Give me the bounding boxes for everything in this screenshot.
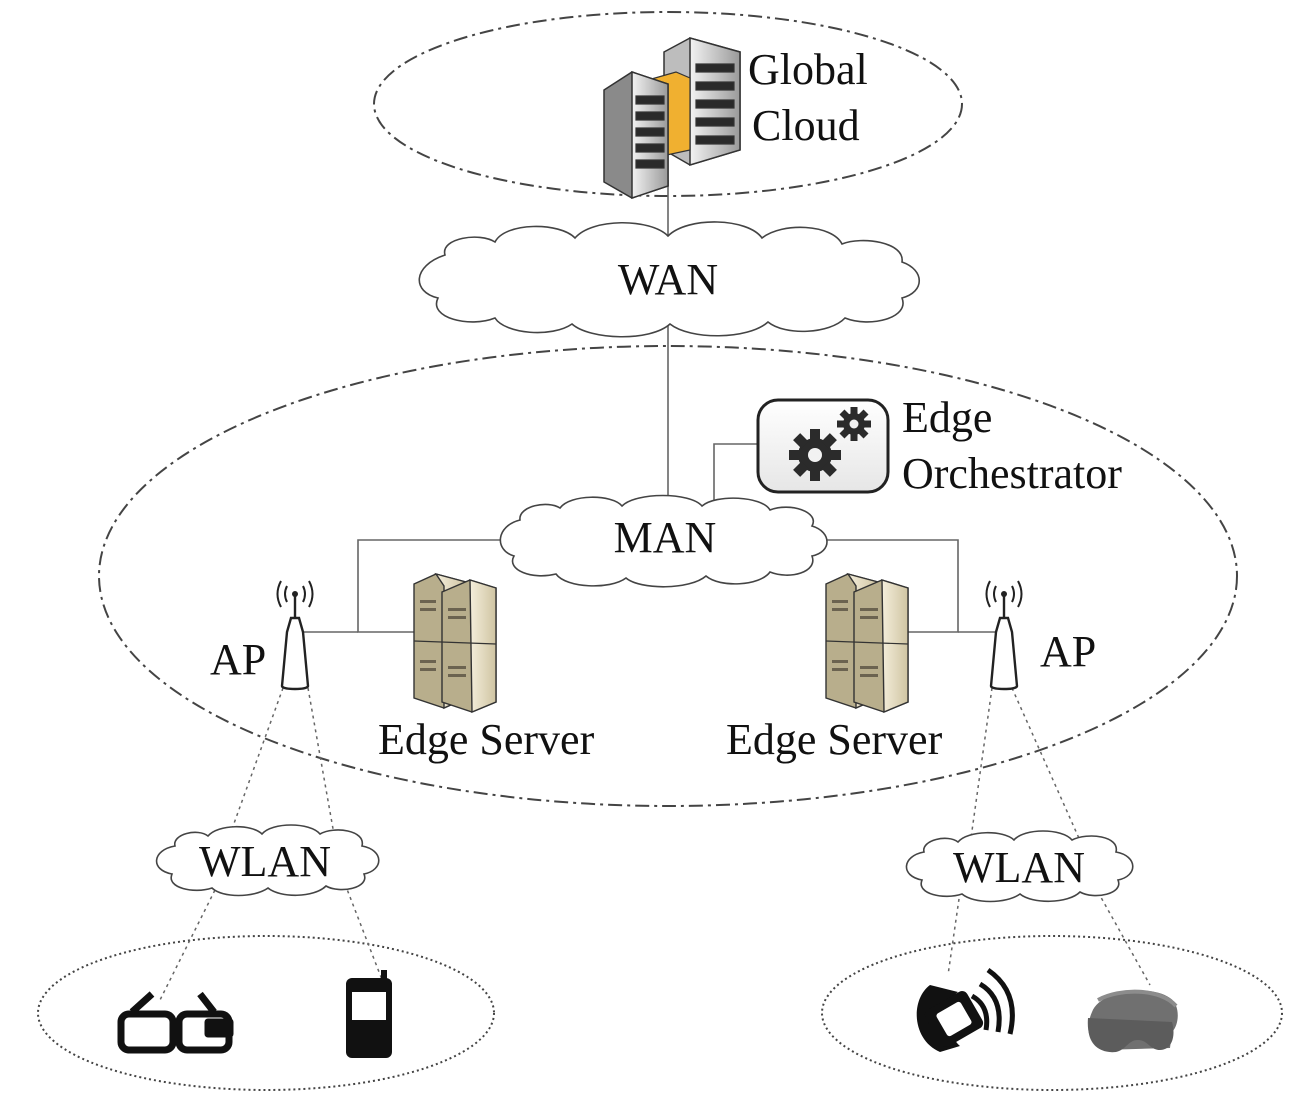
edge-region bbox=[98, 345, 1238, 807]
smart-glasses-icon bbox=[117, 991, 234, 1054]
ap-left-antenna-icon bbox=[276, 580, 314, 691]
edge-server-left-label: Edge Server bbox=[378, 715, 595, 764]
cloud-server-rack-icon bbox=[603, 37, 741, 200]
edge-server-left-icon bbox=[413, 572, 497, 714]
smartwatch-icon bbox=[916, 967, 1015, 1052]
left-device-region bbox=[37, 935, 495, 1091]
mobile-phone-icon bbox=[346, 970, 392, 1058]
global-cloud-label-line1: Global bbox=[748, 45, 868, 94]
ap-right-label: AP bbox=[1040, 627, 1097, 676]
wireless-links bbox=[159, 687, 1151, 1001]
gear-icon bbox=[789, 429, 841, 481]
wlan-right-cloud bbox=[905, 830, 1134, 903]
edge-orchestrator-label-line2: Orchestrator bbox=[902, 449, 1122, 498]
wan-label: WAN bbox=[617, 255, 719, 304]
man-label: MAN bbox=[613, 513, 717, 562]
ap-left-label: AP bbox=[210, 635, 267, 684]
ap-right-antenna-icon bbox=[985, 580, 1023, 691]
vr-headset-icon bbox=[1087, 989, 1178, 1053]
edge-server-right-icon bbox=[825, 572, 909, 714]
right-device-region bbox=[821, 935, 1283, 1091]
wired-links bbox=[300, 180, 996, 633]
wlan-right-label: WLAN bbox=[953, 843, 1085, 892]
gear-icon bbox=[837, 407, 871, 441]
edge-orchestrator-label-line1: Edge bbox=[902, 393, 993, 442]
man-cloud bbox=[499, 494, 828, 588]
wan-cloud bbox=[418, 221, 920, 338]
global-cloud-label-line2: Cloud bbox=[752, 101, 860, 150]
wlan-left-label: WLAN bbox=[199, 837, 331, 886]
wlan-left-cloud bbox=[155, 824, 380, 897]
edge-orchestrator-icon bbox=[756, 398, 890, 494]
edge-server-right-label: Edge Server bbox=[726, 715, 943, 764]
